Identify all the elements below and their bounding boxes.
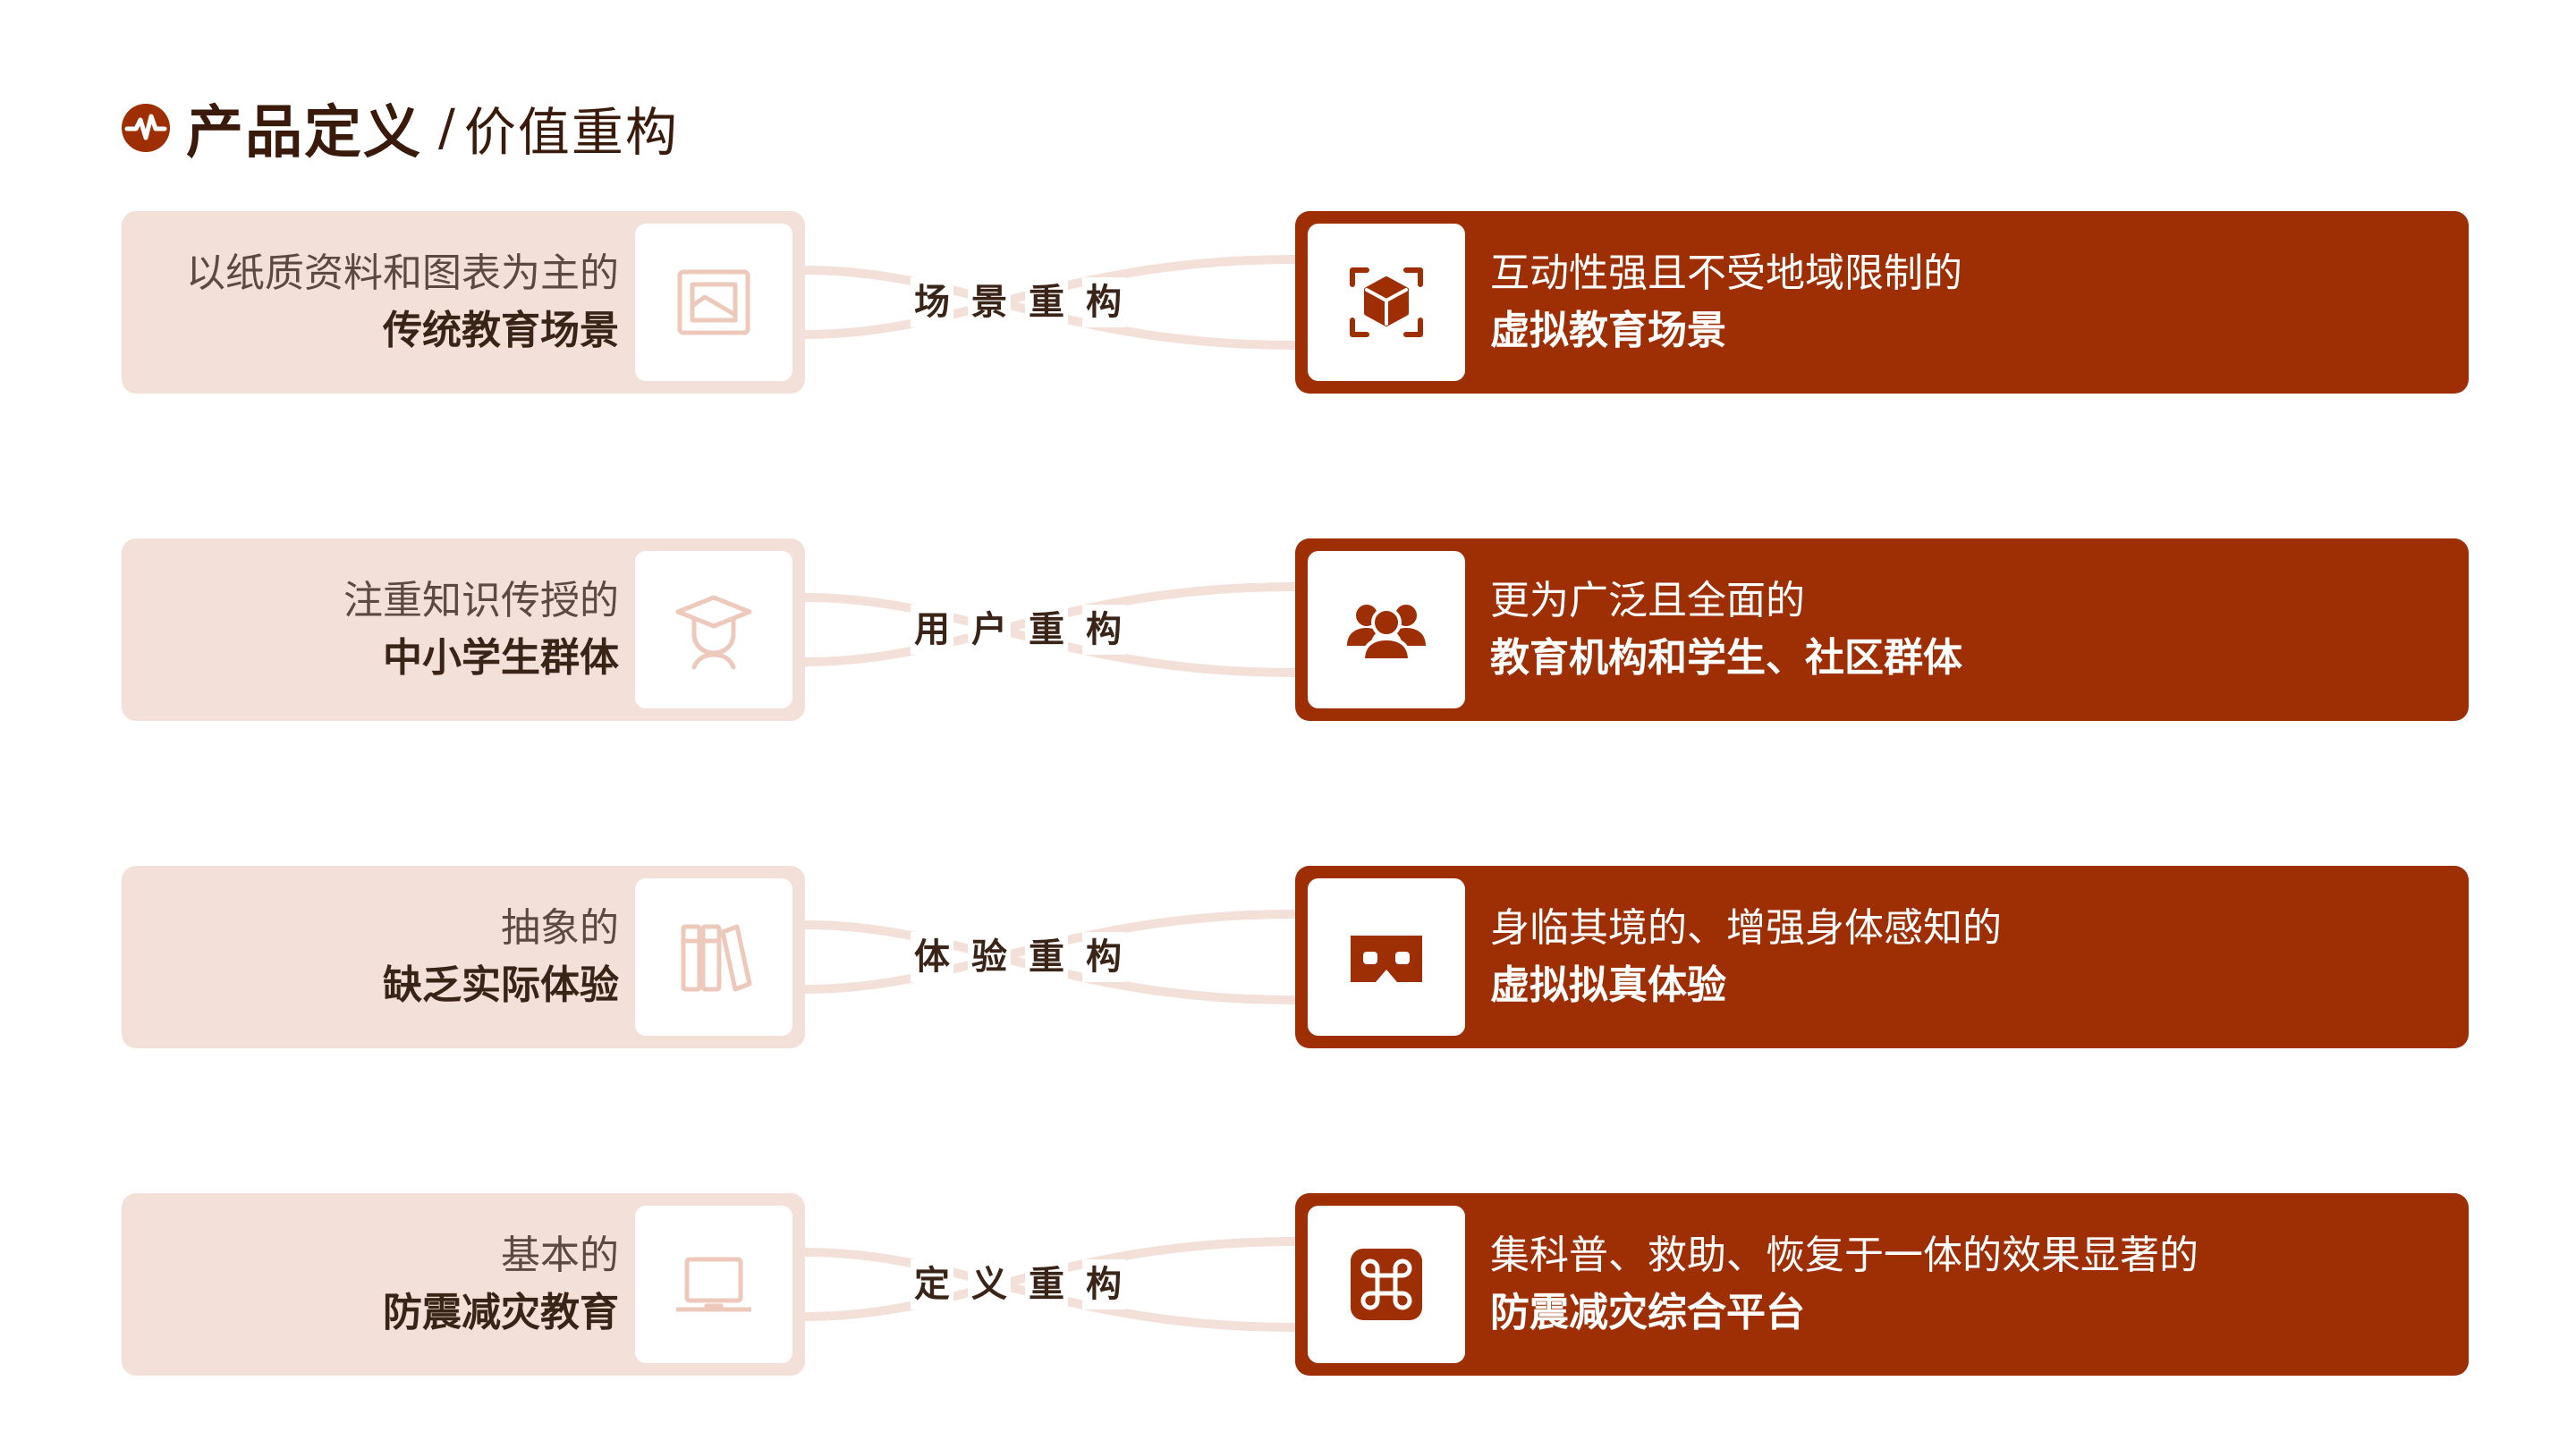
connector-char: 用 [911, 605, 953, 655]
comparison-row-experience: 抽象的 缺乏实际体验 体 验 重 构 [0, 866, 2576, 1048]
right-card-line2: 教育机构和学生、社区群体 [1490, 635, 1962, 681]
connector-char: 重 [1025, 277, 1068, 327]
right-card-line2: 虚拟拟真体验 [1490, 962, 1726, 1008]
left-card-line2: 中小学生群体 [383, 635, 619, 681]
left-icon-box [635, 1206, 792, 1363]
connector-definition: 定 义 重 构 [805, 1193, 1295, 1376]
connector-char: 构 [1082, 605, 1125, 655]
comparison-row-definition: 基本的 防震减灾教育 定 义 重 构 [0, 1193, 2576, 1376]
page-subtitle: 价值重构 [463, 102, 679, 163]
pulse-logo-icon [122, 104, 170, 152]
right-card-line1: 身临其境的、增强身体感知的 [1490, 905, 2002, 951]
connector-char: 场 [911, 277, 953, 327]
books-icon [681, 924, 752, 992]
left-card-line2: 防震减灾教育 [383, 1290, 619, 1335]
right-card-line1: 集科普、救助、恢复于一体的效果显著的 [1490, 1233, 2199, 1278]
connector-char: 体 [911, 932, 953, 982]
user-group-icon [1347, 605, 1426, 662]
right-card-line1: 互动性强且不受地域限制的 [1490, 250, 1962, 296]
connector-curves [805, 255, 1295, 350]
comparison-row-scene: 以纸质资料和图表为主的 传统教育场景 场 景 重 构 [0, 211, 2576, 394]
connector-char: 构 [1082, 1259, 1125, 1309]
connector-experience: 体 验 重 构 [805, 866, 1295, 1048]
title-separator: / [438, 98, 455, 157]
right-card-line2: 虚拟教育场景 [1490, 308, 1726, 353]
right-icon-box [1308, 224, 1465, 381]
connector-char: 构 [1082, 277, 1125, 327]
right-icon-box [1308, 878, 1465, 1036]
left-card-traditional-scene: 以纸质资料和图表为主的 传统教育场景 [122, 211, 805, 394]
laptop-icon [676, 1257, 751, 1312]
connector-char: 重 [1025, 605, 1068, 655]
picture-frame-icon [677, 269, 750, 335]
left-card-line1: 基本的 [501, 1233, 619, 1278]
connector-char: 景 [968, 277, 1011, 327]
left-card-line1: 注重知识传授的 [343, 578, 619, 623]
command-key-icon [1351, 1249, 1422, 1320]
connector-char: 重 [1025, 932, 1068, 982]
graduate-student-icon [675, 595, 752, 670]
right-card-integrated-platform: 集科普、救助、恢复于一体的效果显著的 防震减灾综合平台 [1295, 1193, 2469, 1376]
left-icon-box [635, 224, 792, 381]
right-card-line1: 更为广泛且全面的 [1490, 578, 1805, 623]
connector-scene: 场 景 重 构 [805, 211, 1295, 394]
connector-char: 义 [968, 1259, 1011, 1309]
left-icon-box [635, 878, 792, 1036]
connector-curves [805, 910, 1295, 1004]
connector-char: 户 [968, 605, 1011, 655]
left-card-line1: 以纸质资料和图表为主的 [186, 250, 619, 296]
connector-user: 用 户 重 构 [805, 538, 1295, 721]
right-card-immersive-experience: 身临其境的、增强身体感知的 虚拟拟真体验 [1295, 866, 2469, 1048]
left-card-student-group: 注重知识传授的 中小学生群体 [122, 538, 805, 721]
left-card-basic-education: 基本的 防震减灾教育 [122, 1193, 805, 1376]
connector-char: 构 [1082, 932, 1125, 982]
connector-curves [805, 582, 1295, 677]
connector-char: 验 [968, 932, 1011, 982]
page-title: 产品定义 [186, 100, 422, 166]
3d-cube-scan-icon [1350, 267, 1423, 337]
right-card-community-group: 更为广泛且全面的 教育机构和学生、社区群体 [1295, 538, 2469, 721]
connector-char: 定 [911, 1259, 953, 1309]
comparison-row-user: 注重知识传授的 中小学生群体 用 户 重 构 [0, 538, 2576, 721]
right-icon-box [1308, 551, 1465, 708]
left-icon-box [635, 551, 792, 708]
connector-char: 重 [1025, 1259, 1068, 1309]
page-header: 产品定义 / 价值重构 [120, 88, 679, 168]
left-card-abstract-experience: 抽象的 缺乏实际体验 [122, 866, 805, 1048]
right-card-virtual-scene: 互动性强且不受地域限制的 虚拟教育场景 [1295, 211, 2469, 394]
right-card-line2: 防震减灾综合平台 [1490, 1290, 1805, 1335]
right-icon-box [1308, 1206, 1465, 1363]
connector-curves [805, 1237, 1295, 1332]
left-card-line2: 缺乏实际体验 [383, 962, 619, 1008]
vr-headset-icon [1351, 936, 1422, 982]
left-card-line2: 传统教育场景 [383, 308, 619, 353]
left-card-line1: 抽象的 [501, 905, 619, 951]
